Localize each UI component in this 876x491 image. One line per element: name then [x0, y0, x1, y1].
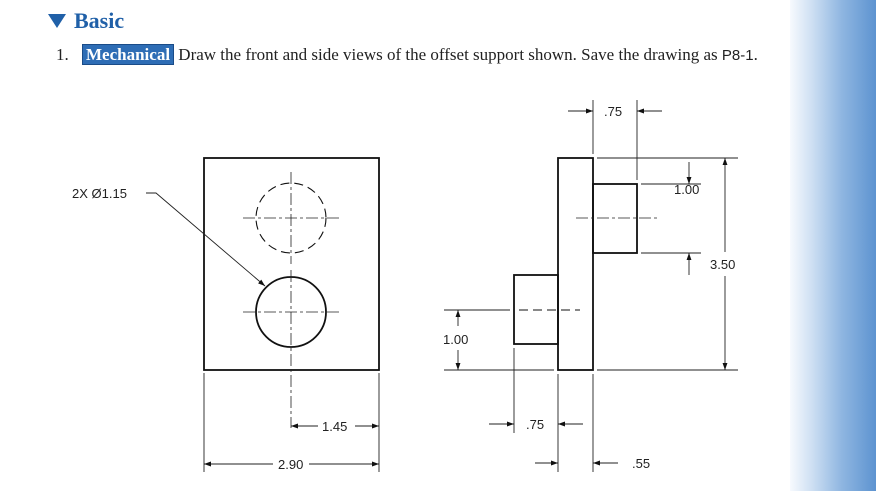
dim-overall-height: 3.50	[710, 257, 735, 272]
mechanical-tag: Mechanical	[82, 44, 175, 65]
upper-boss	[592, 183, 638, 254]
triangle-down-icon	[48, 14, 66, 28]
section-heading: Basic	[48, 8, 124, 34]
problem-text: Draw the front and side views of the off…	[174, 45, 722, 64]
dim-lower-boss-depth: .75	[526, 417, 544, 432]
front-view-outline	[203, 157, 380, 371]
problem-number: 1.	[56, 45, 69, 64]
dim-plate-thickness: .55	[632, 456, 650, 471]
side-view: .75 1.00 3.50 1.00 .75 .55	[443, 100, 738, 472]
section-title: Basic	[74, 8, 125, 33]
lower-boss	[513, 274, 559, 345]
dim-top-boss-height: 1.00	[674, 182, 699, 197]
leader-line	[146, 192, 266, 287]
hidden-hole	[255, 182, 327, 254]
problem-text-end: .	[753, 45, 758, 64]
front-view: 2X Ø1.15 1.45 2.90	[72, 157, 380, 472]
side-plate	[557, 157, 594, 371]
problem-statement: 1. Mechanical Draw the front and side vi…	[56, 44, 786, 66]
page-margin-band	[790, 0, 876, 491]
dim-width: 2.90	[278, 457, 303, 472]
dim-hole-x: 1.45	[322, 419, 347, 434]
problem-filename: P8-1	[721, 47, 754, 64]
dim-lower-boss-height: 1.00	[443, 332, 468, 347]
dim-top-boss-depth: .75	[604, 104, 622, 119]
hole-callout: 2X Ø1.15	[72, 186, 127, 201]
